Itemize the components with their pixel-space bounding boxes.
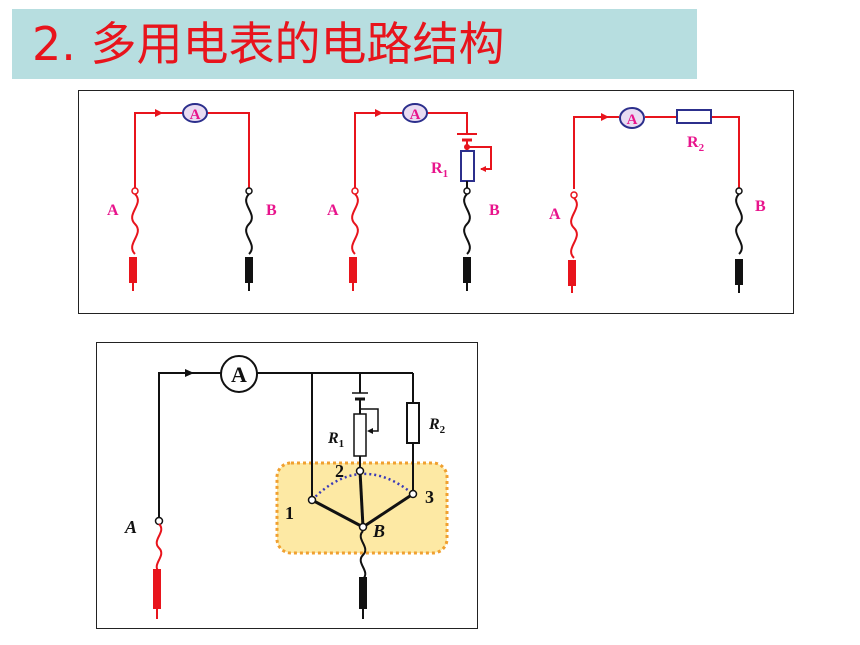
current-arrow-icon	[601, 113, 609, 121]
terminal-a-node	[351, 187, 359, 195]
terminal-a-node	[131, 187, 139, 195]
title-banner: 2. 多用电表的电路结构	[12, 9, 697, 79]
basic-circuits-frame: A A B A R1	[78, 90, 794, 314]
position-2-label: 2	[335, 461, 344, 481]
ammeter-icon	[182, 103, 208, 123]
ammeter-label: A	[231, 362, 247, 387]
lead-b-wire	[359, 530, 367, 580]
resistor-r2-icon	[406, 402, 420, 444]
rheostat-slider-wire	[360, 408, 379, 432]
terminal-b-node	[463, 187, 471, 195]
terminal-b-label: B	[266, 202, 277, 219]
terminal-b-label: B	[755, 198, 766, 215]
resistor-r2-label: R2	[428, 416, 446, 436]
probe-black-icon	[735, 259, 743, 285]
ammeter-icon	[619, 107, 645, 129]
current-arrow-icon	[375, 109, 383, 117]
terminal-a-node	[570, 191, 578, 199]
terminal-a-label: A	[549, 206, 561, 223]
terminal-a-node	[154, 516, 164, 526]
lead-b-wire	[245, 193, 253, 255]
lead-a-wire	[570, 197, 578, 259]
switch-spoke-3	[362, 492, 414, 529]
resistor-r2-icon	[676, 109, 712, 124]
ammeter-icon	[220, 355, 258, 393]
terminal-b-label: B	[489, 202, 500, 219]
page-title: 2. 多用电表的电路结构	[32, 17, 505, 71]
lead-b-wire	[735, 193, 743, 255]
contact-2-node	[355, 466, 365, 476]
probe-black-icon	[463, 257, 471, 283]
resistor-r1-icon	[353, 413, 367, 457]
contact-1-node	[307, 495, 317, 505]
contact-3-node	[408, 489, 418, 499]
circuit-ammeter-only: A A B	[107, 103, 277, 291]
probe-red-icon	[349, 257, 357, 283]
circuit-voltmeter: A R2 A B	[549, 107, 766, 293]
resistor-r1-label: R1	[431, 160, 448, 180]
lead-a-wire	[351, 193, 359, 255]
lead-b-wire	[463, 193, 471, 255]
ammeter-label: A	[410, 107, 421, 123]
current-arrow-icon	[155, 109, 163, 117]
ammeter-label: A	[190, 107, 201, 123]
circuit-ohmmeter: A R1 A B	[327, 103, 500, 291]
terminal-a-label: A	[327, 202, 339, 219]
ammeter-label: A	[627, 112, 638, 128]
probe-red-icon	[568, 260, 576, 286]
terminal-b-node	[735, 187, 743, 195]
terminal-a-label: A	[107, 202, 119, 219]
probe-red-icon	[129, 257, 137, 283]
position-1-label: 1	[285, 503, 294, 523]
probe-red-icon	[153, 569, 161, 609]
multimeter-circuit-frame: A R1 R2 1 2 3 B	[96, 342, 478, 629]
ammeter-icon	[402, 103, 428, 123]
multimeter-circuit-svg: A R1 R2 1 2 3 B	[124, 355, 449, 619]
switch-spoke-2	[358, 470, 365, 528]
basic-circuits-svg: A A B A R1	[107, 103, 766, 293]
terminal-b-node	[245, 187, 253, 195]
resistor-r1-label: R1	[327, 430, 344, 450]
resistor-r1-icon	[460, 150, 475, 182]
resistor-r2-label: R2	[687, 134, 705, 154]
lead-a-wire	[131, 193, 139, 255]
terminal-a-label: A	[124, 517, 137, 537]
lead-a-wire	[155, 523, 163, 573]
probe-black-icon	[359, 577, 367, 609]
probe-black-icon	[245, 257, 253, 283]
terminal-b-node	[358, 522, 368, 532]
switch-spoke-1	[311, 498, 364, 529]
position-3-label: 3	[425, 487, 434, 507]
terminal-b-label: B	[372, 521, 385, 541]
current-arrow-icon	[185, 369, 194, 377]
